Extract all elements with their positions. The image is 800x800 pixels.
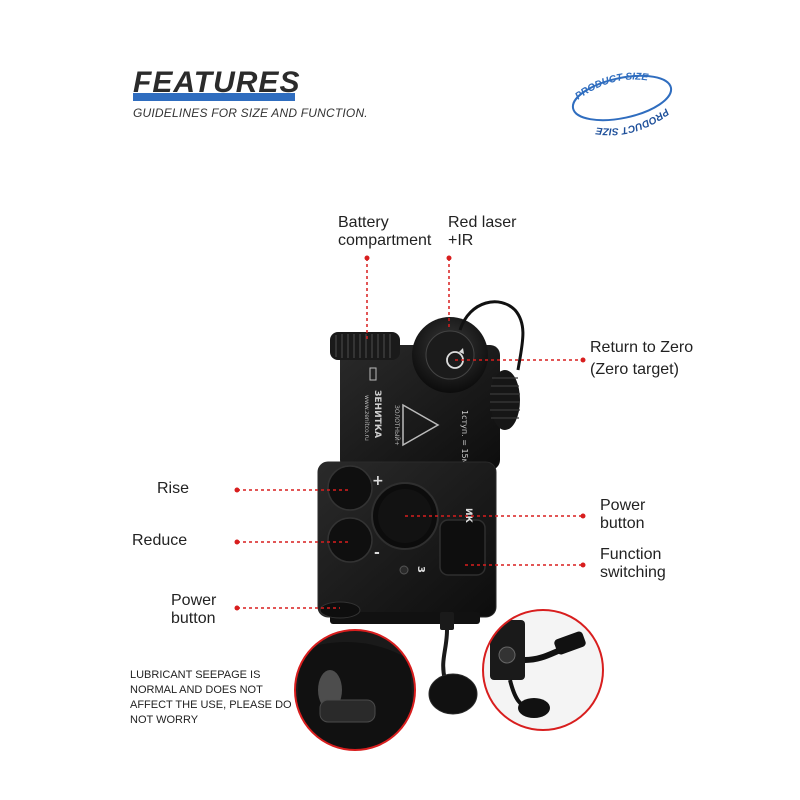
callout-function-switching: Function switching [600, 546, 666, 581]
page-subtitle: GUIDELINES FOR SIZE AND FUNCTION. [133, 106, 368, 120]
bottom-power-button [319, 601, 361, 619]
callout-reduce: Reduce [132, 532, 188, 549]
connector-cap [428, 673, 478, 715]
battery-cap-grip [335, 334, 391, 358]
callout-rise: Rise [157, 480, 190, 497]
callout-battery: Battery compartment [338, 214, 432, 249]
minus-mark: - [374, 545, 380, 561]
reduce-button [327, 517, 373, 563]
lubricant-note: LUBRICANT SEEPAGE IS NORMAL AND DOES NOT… [130, 669, 292, 726]
callout-red-laser: Red laser +IR [448, 214, 517, 249]
page-title: FEATURES [133, 66, 301, 99]
function-switch [439, 519, 486, 576]
badge-top-text: PRODUCT SIZE [573, 71, 649, 102]
svg-text:PRODUCT SIZE: PRODUCT SIZE [573, 71, 649, 102]
brand-text: ЗЕНИТКА [372, 390, 382, 438]
laser-device: ЗЕНИТКА www.zenitco.ru 1ступ. = 15мм/25М… [317, 300, 525, 715]
title-underline-bar [133, 93, 295, 101]
screw [399, 565, 409, 575]
site-text: www.zenitco.ru [363, 395, 370, 441]
pressure-cable [458, 300, 525, 371]
rise-button [327, 465, 373, 511]
callout-power-right: Power button [600, 497, 646, 532]
callout-power-left: Power button [171, 592, 217, 627]
callout-dots [234, 255, 586, 611]
zoom-detail-right [482, 609, 604, 731]
spec-text: 1ступ. = 15мм/25М [460, 410, 469, 491]
callout-return-to-zero: Return to Zero (Zero target) [590, 339, 694, 378]
plus-mark: + [372, 473, 384, 489]
laser-warning-icon [402, 403, 440, 447]
number-mark: 3 [415, 566, 426, 573]
warning-text: ЗОЛОТНЫЙ+ [393, 405, 400, 446]
zoom-detail-left [294, 629, 416, 751]
battery-icon [369, 367, 377, 381]
connector [440, 612, 454, 630]
callout-lines [237, 258, 583, 609]
side-knob [490, 370, 520, 430]
product-size-badge: PRODUCT SIZE PRODUCT SIZE [571, 71, 673, 137]
